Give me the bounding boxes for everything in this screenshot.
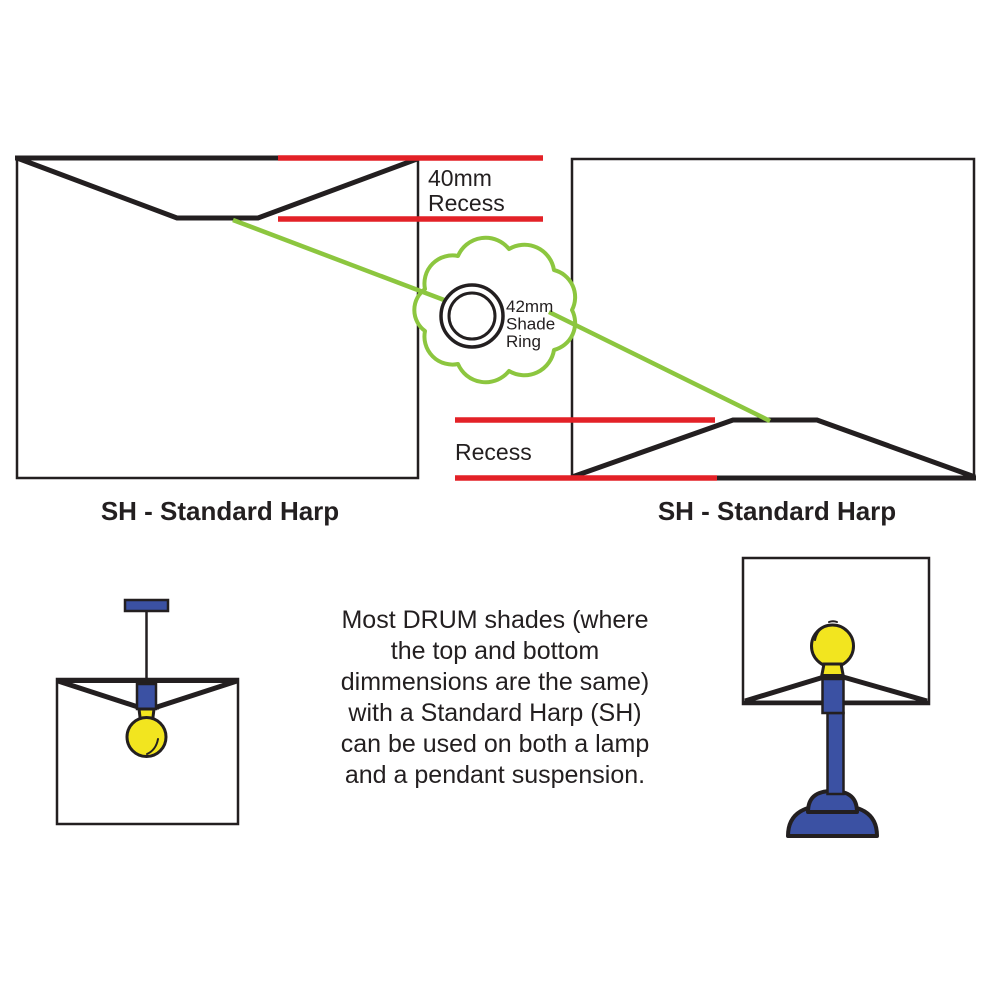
table-bulb-highlight (814, 625, 826, 641)
pointer-line-left (232, 217, 453, 306)
pendant-bulb-highlight (146, 738, 159, 755)
description-line1: Most DRUM shades (where (341, 606, 648, 634)
left-diagram-caption: SH - Standard Harp (101, 496, 339, 526)
shade-ring-icon-inner (447, 291, 497, 341)
pendant-fitter-right (156, 678, 238, 710)
left-shade-diagram: 40mm Recess SH - Standard Harp (15, 155, 543, 526)
left-recess-measure-line1: 40mm (428, 165, 492, 191)
pendant-ceiling-mount (123, 598, 170, 613)
table-harp-right (842, 674, 928, 704)
pendant-socket (135, 682, 158, 711)
right-recess-measure: Recess (455, 439, 532, 465)
table-lamp-socket (821, 677, 845, 715)
description-line2: the top and bottom (391, 637, 599, 665)
description-line4: with a Standard Harp (SH) (347, 699, 641, 727)
table-lamp-illustration (741, 556, 931, 838)
right-shade-diagram: Recess SH - Standard Harp (455, 157, 976, 526)
right-diagram-caption: SH - Standard Harp (658, 496, 896, 526)
table-lamp-column (826, 711, 845, 796)
pendant-lamp-illustration (55, 598, 240, 826)
callout-line2: Shade (506, 315, 555, 334)
left-recess-measure-line2: Recess (428, 190, 505, 216)
left-shade-outline (15, 155, 420, 480)
table-harp-left (744, 674, 825, 704)
pendant-fitter-left (57, 678, 139, 710)
left-recess-profile (16, 155, 418, 221)
table-bulb-highlight-dash (828, 620, 838, 623)
right-recess-profile (571, 417, 976, 480)
table-socket-band (822, 674, 844, 681)
callout-line1: 42mm (506, 297, 553, 316)
description-line6: and a pendant suspension. (345, 761, 645, 789)
description-line5: can be used on both a lamp (341, 730, 650, 758)
description-line3: dimmensions are the same) (341, 668, 649, 696)
callout-line3: Ring (506, 332, 541, 351)
description-text: Most DRUM shades (where the top and bott… (341, 606, 650, 789)
pointer-line-right (548, 309, 771, 424)
pendant-bulb-icon (125, 716, 168, 758)
shade-ring-callout: 42mm Shade Ring (232, 217, 771, 424)
right-shade-outline (570, 157, 976, 480)
